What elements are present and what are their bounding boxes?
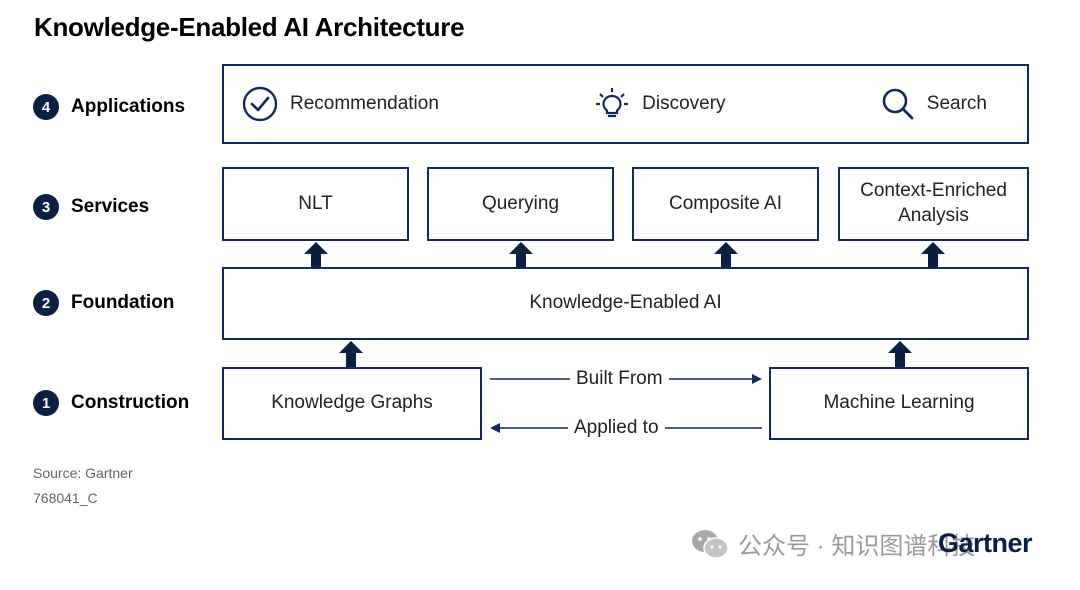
layer-label-services: 3 Services bbox=[33, 194, 149, 220]
app-label: Recommendation bbox=[290, 92, 439, 114]
layer-number-badge: 4 bbox=[33, 94, 59, 120]
layer-number-badge: 1 bbox=[33, 390, 59, 416]
layer-number-badge: 2 bbox=[33, 290, 59, 316]
wechat-icon bbox=[692, 529, 729, 559]
up-arrow-icon bbox=[509, 242, 533, 268]
app-search: Search bbox=[881, 87, 987, 121]
knowledge-graphs-box: Knowledge Graphs bbox=[222, 367, 482, 440]
foundation-box: Knowledge-Enabled AI bbox=[222, 267, 1029, 340]
layer-label-text: Construction bbox=[71, 392, 190, 413]
search-icon bbox=[882, 88, 914, 120]
app-recommendation: Recommendation bbox=[242, 86, 439, 122]
layer-label-applications: 4 Applications bbox=[33, 94, 185, 120]
lightbulb-icon bbox=[596, 88, 629, 118]
machine-learning-box: Machine Learning bbox=[769, 367, 1029, 440]
watermark: 公众号 · 知识图谱科技 bbox=[690, 526, 975, 561]
app-label: Discovery bbox=[642, 92, 726, 114]
up-arrow-icon bbox=[339, 341, 363, 367]
service-box-context-enriched-analysis: Context-Enriched Analysis bbox=[838, 167, 1029, 241]
service-box-composite-ai: Composite AI bbox=[632, 167, 819, 241]
up-arrow-icon bbox=[888, 341, 912, 367]
service-box-querying: Querying bbox=[427, 167, 614, 241]
app-discovery: Discovery bbox=[594, 86, 726, 122]
layer-label-text: Foundation bbox=[71, 292, 175, 313]
applications-box: Recommendation Discovery Search bbox=[222, 64, 1029, 144]
up-arrow-icon bbox=[921, 242, 945, 268]
layer-label-text: Services bbox=[71, 196, 150, 217]
source-text: Source: Gartner bbox=[33, 465, 133, 481]
layer-label-text: Applications bbox=[71, 96, 186, 117]
built-from-label: Built From bbox=[570, 368, 669, 390]
up-arrow-icon bbox=[714, 242, 738, 268]
service-box-nlt: NLT bbox=[222, 167, 409, 241]
figure-code: 768041_C bbox=[33, 490, 98, 506]
up-arrow-icon bbox=[304, 242, 328, 268]
check-circle-icon bbox=[242, 86, 278, 122]
layer-label-construction: 1 Construction bbox=[33, 390, 189, 416]
applied-to-label: Applied to bbox=[568, 417, 665, 439]
layer-number-badge: 3 bbox=[33, 194, 59, 220]
diagram-title: Knowledge-Enabled AI Architecture bbox=[34, 12, 465, 42]
watermark-text: 公众号 · 知识图谱科技 bbox=[738, 533, 976, 560]
layer-label-foundation: 2 Foundation bbox=[33, 290, 174, 316]
app-label: Search bbox=[926, 92, 987, 114]
gartner-logo: Gartner bbox=[938, 528, 1033, 558]
